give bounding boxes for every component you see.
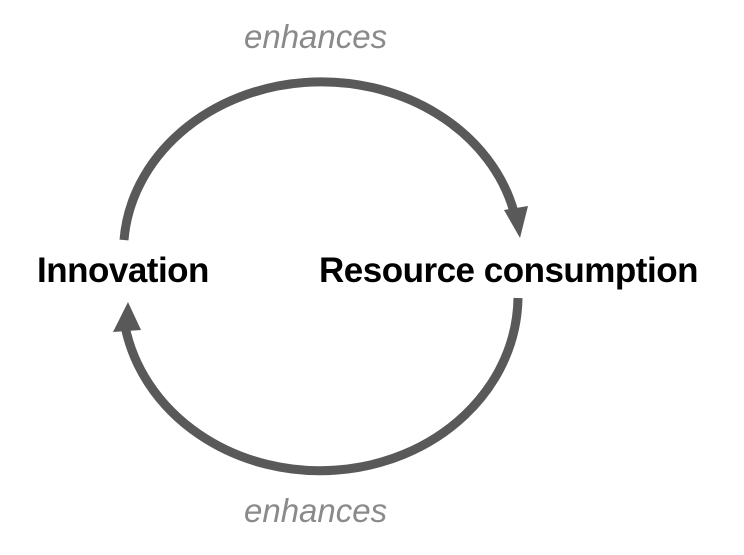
bottom-arrowhead xyxy=(113,302,141,332)
edge-label-top: enhances xyxy=(244,18,388,55)
node-resource-consumption: Resource consumption xyxy=(319,251,698,290)
node-innovation: Innovation xyxy=(37,251,209,290)
edge-label-bottom: enhances xyxy=(244,492,388,529)
top-arrowhead xyxy=(504,206,528,238)
top-arrow-arc xyxy=(119,77,519,241)
bottom-arrow-arc xyxy=(120,297,523,476)
